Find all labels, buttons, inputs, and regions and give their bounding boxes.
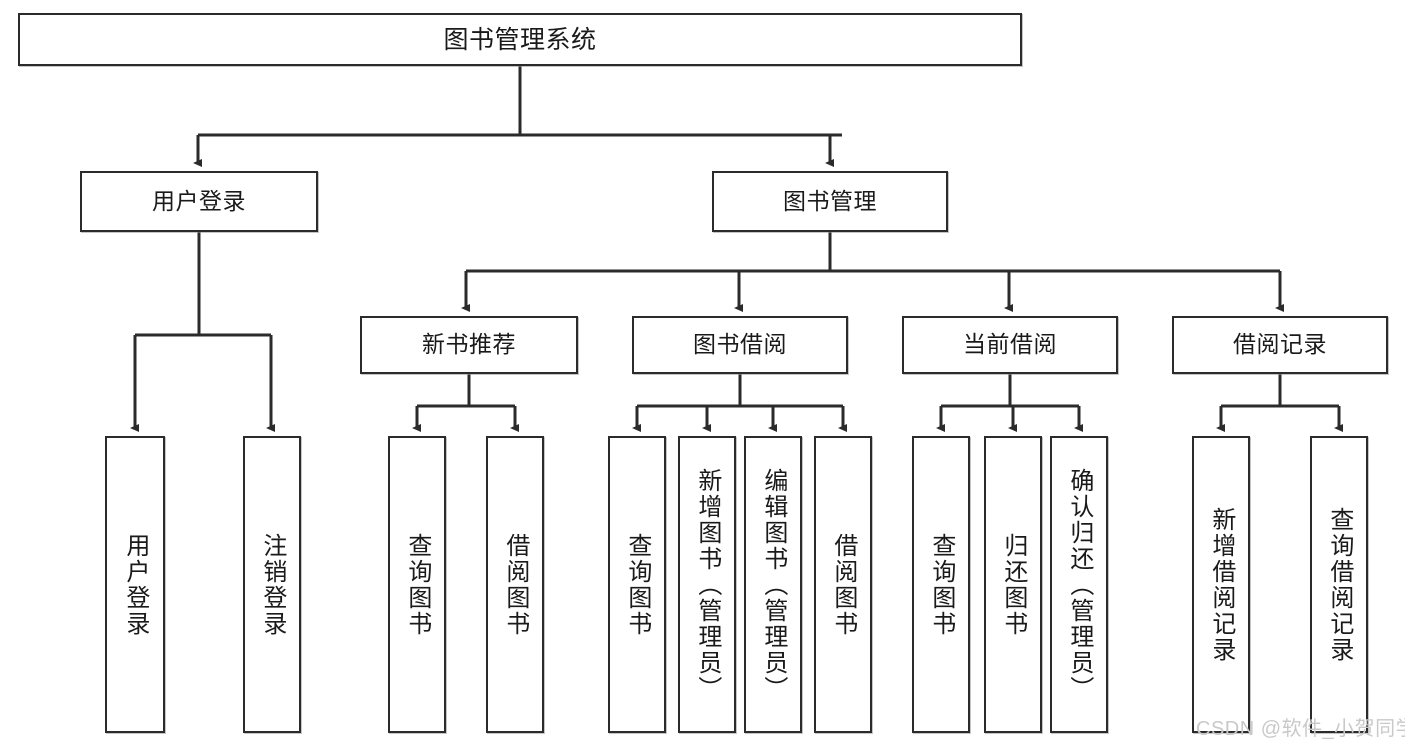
node-leaf-add-borrow-record[interactable]: 新增借阅记录: [1192, 436, 1250, 733]
node-leaf-add-borrow-record-label: 新增借阅记录: [1207, 506, 1235, 663]
node-book-management-label: 图书管理: [783, 187, 877, 214]
node-leaf-add-book-admin[interactable]: 新增图书（管理员）: [678, 436, 736, 733]
node-leaf-logout-label: 注销登录: [258, 532, 286, 637]
node-leaf-query-book-recommend-label: 查询图书: [403, 532, 431, 637]
node-leaf-query-borrow-record[interactable]: 查询借阅记录: [1310, 436, 1368, 733]
node-leaf-confirm-return-admin[interactable]: 确认归还（管理员）: [1050, 436, 1108, 733]
node-leaf-return-book[interactable]: 归还图书: [984, 436, 1042, 733]
node-leaf-query-book-borrow-label: 查询图书: [623, 532, 651, 637]
node-leaf-query-book-recommend[interactable]: 查询图书: [388, 436, 446, 733]
node-new-book-recommend[interactable]: 新书推荐: [360, 316, 578, 374]
node-borrow-record-label: 借阅记录: [1233, 331, 1327, 358]
node-user-login-label: 用户登录: [152, 187, 246, 214]
node-leaf-borrow-book-label: 借阅图书: [829, 532, 857, 637]
node-leaf-borrow-book[interactable]: 借阅图书: [814, 436, 872, 733]
node-leaf-query-book-borrow[interactable]: 查询图书: [608, 436, 666, 733]
node-book-management[interactable]: 图书管理: [712, 171, 948, 232]
node-leaf-return-book-label: 归还图书: [999, 532, 1027, 637]
node-root-label: 图书管理系统: [443, 25, 597, 54]
node-book-borrow[interactable]: 图书借阅: [632, 316, 848, 374]
node-leaf-add-book-admin-label: 新增图书（管理员）: [693, 467, 721, 702]
node-leaf-edit-book-admin-label: 编辑图书（管理员）: [759, 467, 787, 702]
node-leaf-query-book-current-label: 查询图书: [927, 532, 955, 637]
node-leaf-user-login[interactable]: 用户登录: [105, 436, 165, 733]
node-leaf-borrow-book-recommend-label: 借阅图书: [501, 532, 529, 637]
node-leaf-edit-book-admin[interactable]: 编辑图书（管理员）: [744, 436, 802, 733]
node-user-login[interactable]: 用户登录: [80, 171, 318, 232]
node-root[interactable]: 图书管理系统: [18, 13, 1022, 66]
node-borrow-record[interactable]: 借阅记录: [1172, 316, 1388, 374]
node-leaf-logout[interactable]: 注销登录: [243, 436, 301, 733]
node-leaf-borrow-book-recommend[interactable]: 借阅图书: [486, 436, 544, 733]
node-current-borrow[interactable]: 当前借阅: [902, 316, 1118, 374]
node-book-borrow-label: 图书借阅: [693, 331, 787, 358]
node-leaf-query-book-current[interactable]: 查询图书: [912, 436, 970, 733]
node-new-book-recommend-label: 新书推荐: [422, 331, 516, 358]
node-leaf-user-login-label: 用户登录: [121, 532, 149, 637]
node-leaf-query-borrow-record-label: 查询借阅记录: [1325, 506, 1353, 663]
node-current-borrow-label: 当前借阅: [963, 331, 1057, 358]
node-leaf-confirm-return-admin-label: 确认归还（管理员）: [1065, 467, 1093, 702]
csdn-watermark: CSDN @软件_小贺同学: [1196, 718, 1405, 740]
